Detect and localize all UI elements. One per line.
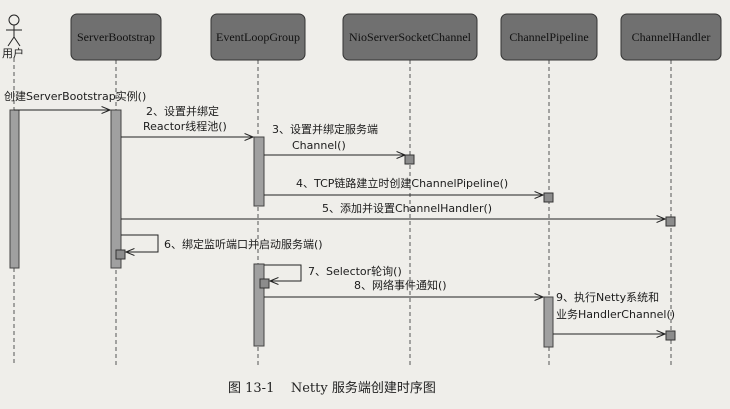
- participant-event-loop-group: EventLoopGroup: [210, 13, 306, 61]
- activation-channel-pipeline: [543, 296, 554, 348]
- svg-text:8、网络事件通知(): 8、网络事件通知(): [354, 278, 447, 292]
- svg-text:Reactor线程池(): Reactor线程池(): [143, 119, 227, 133]
- message-4: 4、TCP链路建立时创建ChannelPipeline(): [264, 176, 543, 195]
- participant-user-label: 用户: [2, 46, 24, 60]
- svg-text:6、绑定监听端口并启动服务端(): 6、绑定监听端口并启动服务端(): [164, 237, 323, 251]
- svg-text:EventLoopGroup: EventLoopGroup: [216, 30, 300, 44]
- svg-text:ServerBootstrap: ServerBootstrap: [77, 30, 155, 44]
- activation-event-loop-group-2: [253, 263, 265, 347]
- svg-text:创建ServerBootstrap实例(): 创建ServerBootstrap实例(): [4, 89, 146, 103]
- svg-text:ChannelPipeline: ChannelPipeline: [509, 30, 588, 44]
- message-6: 6、绑定监听端口并启动服务端(): [121, 234, 323, 252]
- message-2: 2、设置并绑定 Reactor线程池(): [121, 104, 253, 137]
- activation-server-bootstrap: [110, 109, 122, 269]
- participant-server-bootstrap: ServerBootstrap: [70, 13, 162, 61]
- svg-text:3、设置并绑定服务端: 3、设置并绑定服务端: [272, 122, 378, 136]
- participant-nio-server-socket-channel: NioServerSocketChannel: [342, 13, 478, 61]
- svg-text:NioServerSocketChannel: NioServerSocketChannel: [349, 30, 472, 44]
- message-1: 创建ServerBootstrap实例(): [4, 89, 146, 110]
- svg-text:5、添加并设置ChannelHandler(): 5、添加并设置ChannelHandler(): [322, 201, 492, 215]
- svg-text:4、TCP链路建立时创建ChannelPipeline(): 4、TCP链路建立时创建ChannelPipeline(): [296, 176, 508, 190]
- activation-event-loop-group-1: [253, 136, 265, 207]
- activation-bars: [9, 109, 554, 348]
- self-call-boxes: [115, 154, 676, 341]
- svg-text:7、Selector轮询(): 7、Selector轮询(): [308, 264, 402, 278]
- message-9: 9、执行Netty系统和 业务HandlerChannel(): [553, 290, 675, 334]
- message-7: 7、Selector轮询(): [264, 264, 402, 281]
- svg-text:9、执行Netty系统和: 9、执行Netty系统和: [556, 290, 659, 304]
- user-actor-icon: [6, 14, 22, 47]
- participant-channel-pipeline: ChannelPipeline: [500, 13, 598, 61]
- activation-user: [9, 109, 20, 269]
- message-5: 5、添加并设置ChannelHandler(): [121, 201, 665, 219]
- message-8: 8、网络事件通知(): [264, 278, 543, 297]
- message-3: 3、设置并绑定服务端 Channel(): [264, 122, 405, 155]
- svg-text:业务HandlerChannel(): 业务HandlerChannel(): [556, 308, 675, 321]
- svg-text:Channel(): Channel(): [292, 139, 346, 152]
- figure-caption: 图 13-1 Netty 服务端创建时序图: [228, 380, 436, 396]
- svg-text:2、设置并绑定: 2、设置并绑定: [146, 104, 219, 118]
- svg-text:ChannelHandler: ChannelHandler: [632, 30, 711, 44]
- participant-channel-handler: ChannelHandler: [620, 13, 722, 61]
